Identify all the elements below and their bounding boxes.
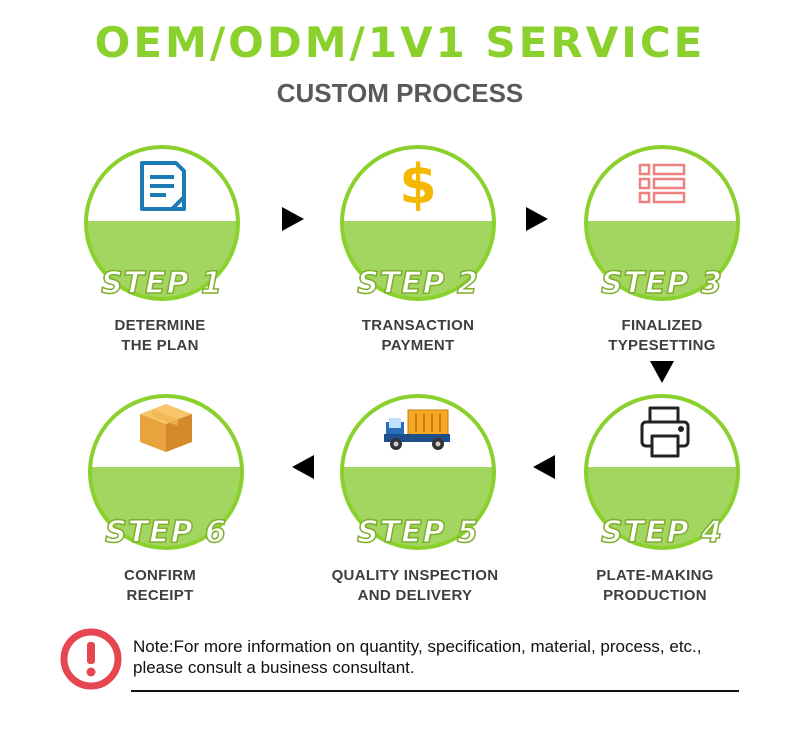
page-subtitle: CUSTOM PROCESS bbox=[276, 78, 524, 108]
step-4-caption-line1: PLATE-MAKING bbox=[596, 567, 714, 584]
step-5-caption-line2: AND DELIVERY bbox=[357, 587, 473, 604]
arrow-left-icon bbox=[292, 455, 314, 479]
arrow-right-icon bbox=[282, 207, 304, 231]
step-6-circle: STEP 6 bbox=[86, 392, 246, 552]
page-title: OEM/ODM/1V1 SERVICE bbox=[94, 18, 706, 67]
step-2-caption-line2: PAYMENT bbox=[381, 337, 455, 354]
step-5-circle: STEP 5 bbox=[338, 392, 498, 552]
note-text: Note:For more information on quantity, s… bbox=[133, 636, 773, 678]
step-4-label: STEP 4 bbox=[601, 515, 723, 550]
list-icon bbox=[638, 163, 686, 204]
step-3-caption: FINALIZED TYPESETTING bbox=[552, 316, 772, 356]
step-4-caption-line2: PRODUCTION bbox=[603, 587, 707, 604]
printer-icon bbox=[640, 406, 690, 458]
step-2-label: STEP 2 bbox=[357, 266, 479, 301]
note-line-2: please consult a business consultant. bbox=[133, 658, 415, 677]
step-4-caption: PLATE-MAKING PRODUCTION bbox=[545, 566, 765, 606]
step-4-circle: STEP 4 bbox=[582, 392, 742, 552]
step-1-caption: DETERMINE THE PLAN bbox=[50, 316, 270, 356]
box-icon bbox=[140, 404, 192, 452]
step-5-caption-line1: QUALITY INSPECTION bbox=[331, 567, 499, 584]
step-1-caption-line1: DETERMINE bbox=[114, 317, 206, 334]
step-6-label: STEP 6 bbox=[105, 515, 227, 550]
step-3-caption-line2: TYPESETTING bbox=[608, 337, 716, 354]
arrow-left-icon bbox=[533, 455, 555, 479]
arrow-down-icon bbox=[650, 361, 674, 383]
step-2-caption: TRANSACTION PAYMENT bbox=[308, 316, 528, 356]
svg-text:$: $ bbox=[399, 153, 437, 216]
dollar-icon: $ bbox=[399, 153, 437, 216]
step-6-caption-line1: CONFIRM bbox=[123, 567, 197, 584]
step-6-caption: CONFIRM RECEIPT bbox=[50, 566, 270, 606]
step-2-caption-line1: TRANSACTION bbox=[361, 317, 475, 334]
step-3-caption-line1: FINALIZED bbox=[621, 317, 703, 334]
step-3-label: STEP 3 bbox=[601, 266, 723, 301]
step-1-circle: STEP 1 bbox=[82, 143, 242, 303]
step-5-label: STEP 5 bbox=[357, 515, 479, 550]
document-icon bbox=[140, 161, 186, 211]
step-5-caption: QUALITY INSPECTION AND DELIVERY bbox=[305, 566, 525, 606]
step-2-circle: $ STEP 2 bbox=[338, 143, 498, 303]
step-1-label: STEP 1 bbox=[101, 266, 223, 301]
step-3-circle: STEP 3 bbox=[582, 143, 742, 303]
arrow-right-icon bbox=[526, 207, 548, 231]
step-6-caption-line2: RECEIPT bbox=[126, 587, 194, 604]
note-line-1: Note:For more information on quantity, s… bbox=[133, 637, 702, 656]
note-divider bbox=[131, 690, 739, 692]
step-1-caption-line2: THE PLAN bbox=[121, 337, 199, 354]
alert-icon bbox=[60, 628, 122, 690]
truck-icon bbox=[384, 409, 450, 450]
